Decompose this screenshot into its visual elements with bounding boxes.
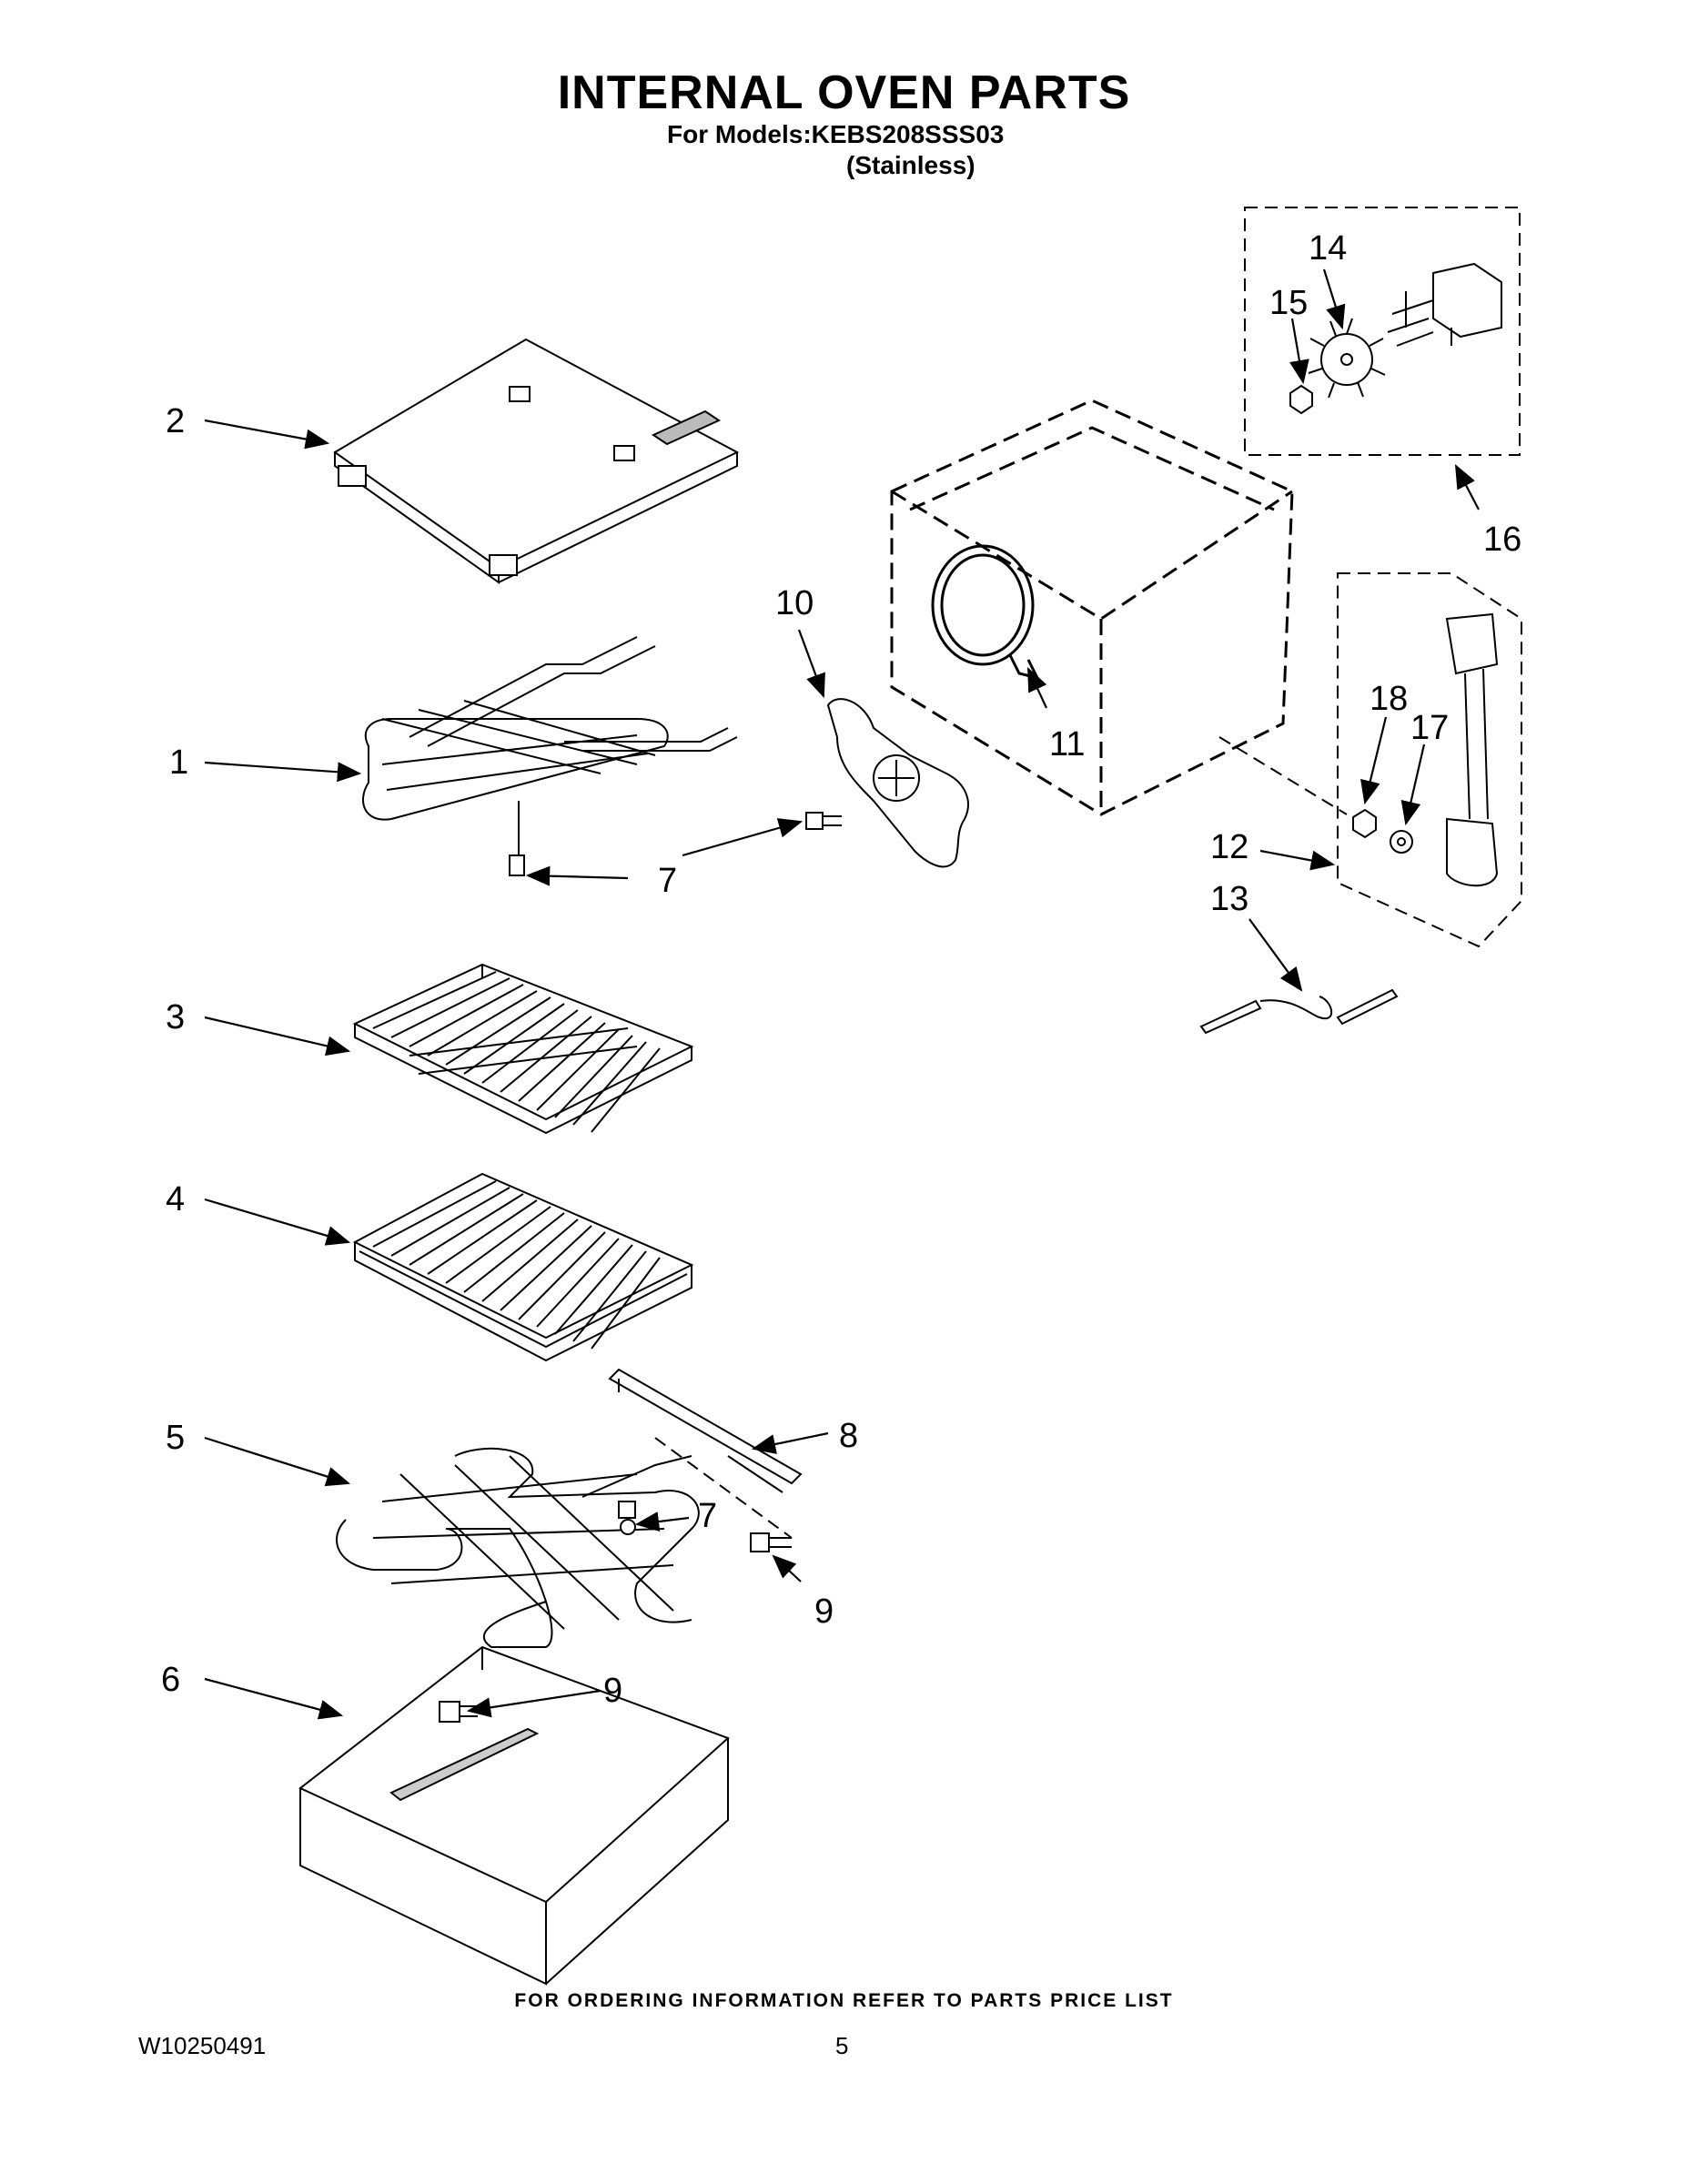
finish-line: (Stainless) [846, 151, 975, 179]
callout-6: 6 [161, 1661, 180, 1699]
part-14-fan-blade [1308, 318, 1386, 399]
callout-8: 8 [839, 1417, 858, 1455]
leader-arrows [204, 268, 1480, 1720]
page-number: 5 [835, 2032, 849, 2059]
part-11-heating-ring [931, 544, 1040, 681]
part-2-top-panel [333, 338, 740, 584]
part-3-oven-rack [352, 963, 694, 1135]
callout-13: 13 [1210, 880, 1248, 918]
callout-5: 5 [166, 1419, 185, 1457]
callout-7b: 7 [698, 1497, 717, 1535]
callout-4: 4 [166, 1180, 185, 1218]
callout-7a: 7 [658, 862, 677, 900]
callout-labels: 1 2 3 4 5 6 7 7 8 9 9 10 11 12 13 14 15 … [161, 229, 1521, 1710]
part-16-convection-assembly-box [1244, 207, 1521, 456]
callout-10: 10 [775, 584, 814, 622]
callout-17: 17 [1410, 709, 1449, 747]
callout-14: 14 [1309, 229, 1347, 268]
part-15-nut [1289, 384, 1313, 415]
part-5-bake-element [336, 1447, 700, 1648]
callout-16: 16 [1483, 521, 1521, 559]
callout-9b: 9 [603, 1672, 622, 1710]
oven-cavity [890, 399, 1294, 816]
connection-lines [654, 736, 1348, 1539]
part-6-drawer [298, 1645, 730, 1986]
part-8-bracket [608, 1368, 803, 1493]
callout-9a: 9 [814, 1592, 834, 1631]
callout-15: 15 [1269, 284, 1308, 322]
part-18-nut [1352, 808, 1377, 839]
callout-12: 12 [1210, 828, 1248, 866]
part-10-fan-cover [826, 698, 969, 868]
document-number: W10250491 [138, 2032, 267, 2059]
callout-18: 18 [1370, 680, 1408, 718]
part-7-screw-b [618, 1501, 636, 1519]
callout-11: 11 [1049, 725, 1085, 763]
part-17-washer [1390, 830, 1413, 854]
part-9-screw-a [750, 1532, 792, 1552]
part-1-broil-element [362, 636, 738, 876]
callout-2: 2 [166, 402, 185, 440]
part-7-screw-a [805, 812, 842, 830]
ordering-note: FOR ORDERING INFORMATION REFER TO PARTS … [514, 1990, 1174, 2011]
fan-motor [1387, 262, 1502, 347]
models-line: For Models:KEBS208SSS03 [667, 120, 1005, 148]
part-13-meat-probe [1199, 988, 1399, 1035]
page-title: INTERNAL OVEN PARTS [557, 66, 1131, 119]
part-12-element-bracket [1445, 612, 1499, 887]
callout-1: 1 [169, 743, 188, 782]
part-4-roll-out-rack [352, 1172, 694, 1362]
callout-3: 3 [166, 998, 185, 1036]
